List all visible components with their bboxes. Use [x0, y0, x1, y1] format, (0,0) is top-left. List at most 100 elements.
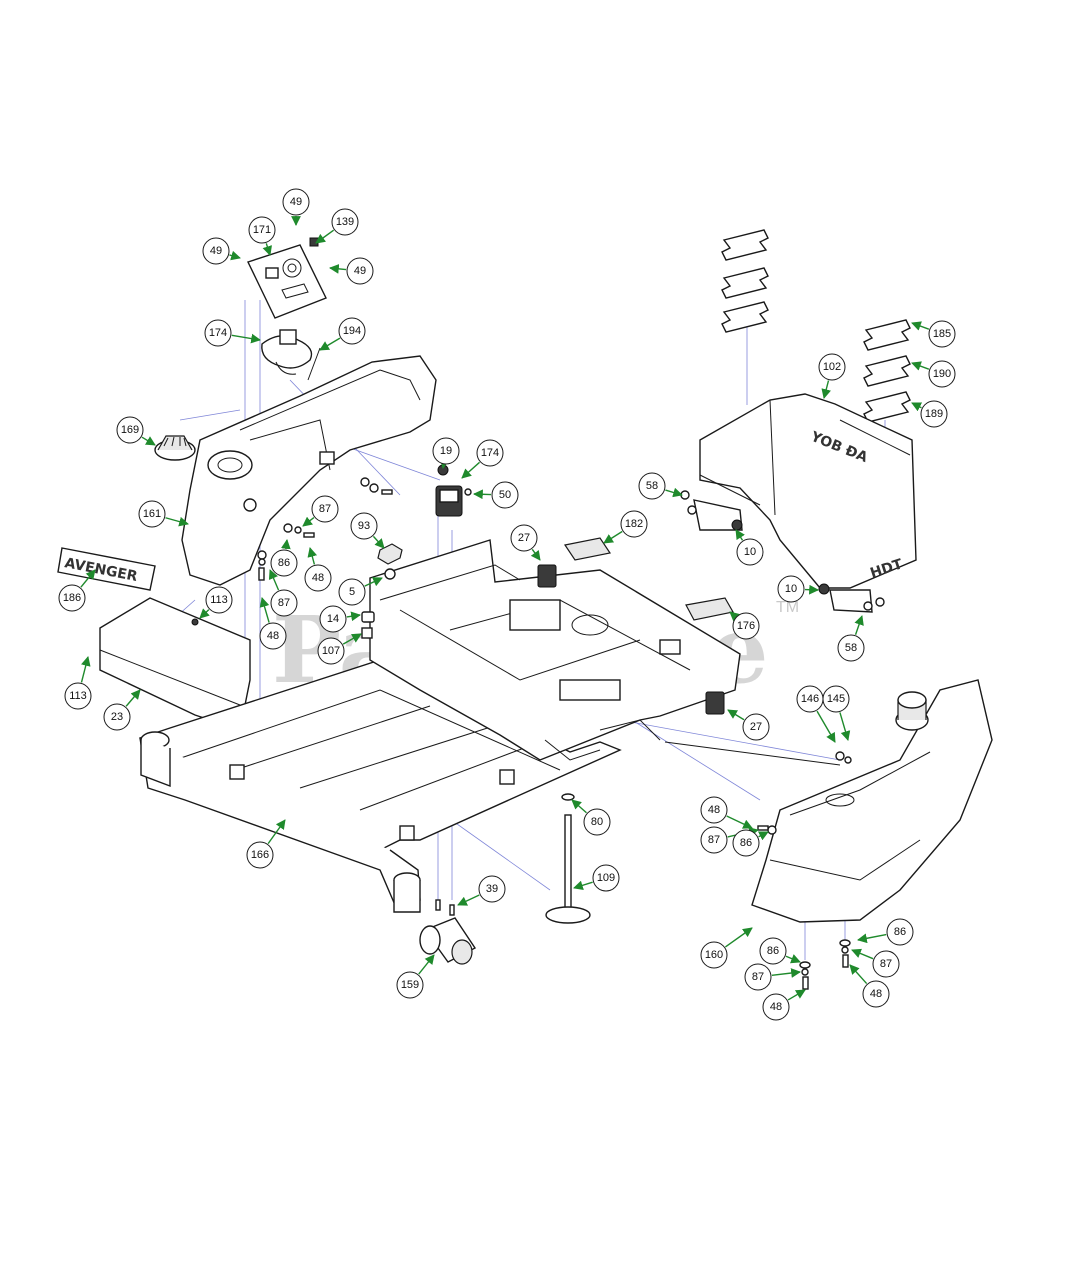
decal-stack-center — [721, 229, 769, 333]
callout-arrow — [125, 689, 141, 707]
callout-circle — [246, 841, 274, 869]
callout-circle — [837, 634, 865, 662]
callout-circle — [822, 685, 850, 713]
callout-label: 182 — [625, 518, 643, 530]
callout-circle — [476, 439, 504, 467]
callout-circle — [319, 605, 347, 633]
callout-circle — [317, 637, 345, 665]
callout-circle — [346, 257, 374, 285]
fuel-cap-left — [154, 435, 196, 461]
callout-48: 48 — [304, 547, 332, 592]
callout-86: 86 — [270, 539, 298, 577]
callout-174: 174 — [204, 319, 261, 347]
callout-arrow — [307, 547, 318, 565]
callout-48: 48 — [259, 597, 287, 650]
callout-arrow — [268, 569, 280, 591]
callout-label: 87 — [880, 958, 892, 970]
callout-label: 159 — [401, 979, 419, 991]
callout-arrow — [329, 264, 347, 274]
callout-arrow — [857, 933, 887, 944]
callout-50: 50 — [473, 481, 519, 509]
callout-arrow — [725, 927, 753, 948]
callout-label: 189 — [925, 408, 943, 420]
callout-circle — [259, 622, 287, 650]
callout-label: 86 — [894, 926, 906, 938]
solenoid — [419, 899, 477, 965]
callout-circle — [886, 918, 914, 946]
callout-10: 10 — [777, 575, 819, 603]
callout-label: 86 — [767, 945, 779, 957]
callout-49: 49 — [282, 188, 310, 226]
callout-185: 185 — [911, 320, 956, 348]
callout-circle — [396, 971, 424, 999]
callout-arrow — [911, 402, 923, 412]
callout-label: 87 — [708, 834, 720, 846]
callout-arrow — [229, 250, 241, 261]
callout-arrow — [342, 633, 362, 645]
callout-87: 87 — [700, 826, 759, 854]
callout-label: 48 — [312, 572, 324, 584]
avenger-decal: AVENGER — [57, 547, 156, 591]
callout-circle — [311, 495, 339, 523]
callout-label: 87 — [319, 503, 331, 515]
callout-circle — [638, 472, 666, 500]
callout-label: 139 — [336, 216, 354, 228]
callout-label: 49 — [210, 245, 222, 257]
callout-circle — [491, 481, 519, 509]
callout-87: 87 — [744, 963, 801, 991]
callout-label: 5 — [349, 586, 355, 598]
callout-label: 169 — [121, 424, 139, 436]
callout-arrow — [571, 799, 587, 814]
callout-arrow — [785, 954, 801, 964]
callout-194: 194 — [319, 317, 366, 351]
callout-label: 49 — [354, 265, 366, 277]
callout-189: 189 — [911, 400, 948, 428]
callout-109: 109 — [573, 864, 620, 892]
callout-circle — [620, 510, 648, 538]
callout-label: 19 — [440, 445, 452, 457]
callout-186: 186 — [58, 569, 96, 612]
callout-86: 86 — [857, 918, 914, 946]
callout-label: 190 — [933, 368, 951, 380]
callout-label: 174 — [481, 447, 499, 459]
callout-label: 49 — [290, 196, 302, 208]
callout-label: 185 — [933, 328, 951, 340]
callout-87: 87 — [268, 569, 298, 617]
callout-arrow — [735, 529, 745, 541]
callout-139: 139 — [315, 208, 359, 244]
center-chassis — [369, 539, 741, 761]
callout-arrow — [457, 894, 480, 906]
callout-label: 39 — [486, 883, 498, 895]
callout-label: 48 — [770, 1001, 782, 1013]
fender-fasteners — [257, 477, 403, 639]
callout-146: 146 — [796, 685, 836, 743]
callout-arrow — [364, 577, 383, 587]
callout-circle — [732, 829, 760, 857]
callout-113: 113 — [199, 586, 233, 619]
callout-label: 80 — [591, 816, 603, 828]
callout-circle — [583, 808, 611, 836]
callout-86: 86 — [759, 937, 801, 965]
callout-arrow — [315, 229, 335, 244]
callout-circle — [732, 612, 760, 640]
callout-circle — [338, 578, 366, 606]
callout-circle — [202, 237, 230, 265]
callout-14: 14 — [319, 605, 361, 633]
callout-arrow — [849, 964, 868, 985]
callout-label: 194 — [343, 325, 361, 337]
callout-label: 48 — [870, 988, 882, 1000]
callout-label: 161 — [143, 508, 161, 520]
callout-80: 80 — [571, 799, 611, 836]
callout-113: 113 — [64, 656, 92, 710]
callout-circle — [920, 400, 948, 428]
right-fasteners — [757, 751, 852, 990]
callout-10: 10 — [735, 529, 764, 566]
callout-circle — [338, 317, 366, 345]
callout-arrow — [854, 615, 864, 635]
callout-107: 107 — [317, 633, 362, 665]
callout-39: 39 — [457, 875, 506, 906]
callout-145: 145 — [822, 685, 851, 741]
callout-49: 49 — [329, 257, 374, 285]
callout-circle — [592, 864, 620, 892]
